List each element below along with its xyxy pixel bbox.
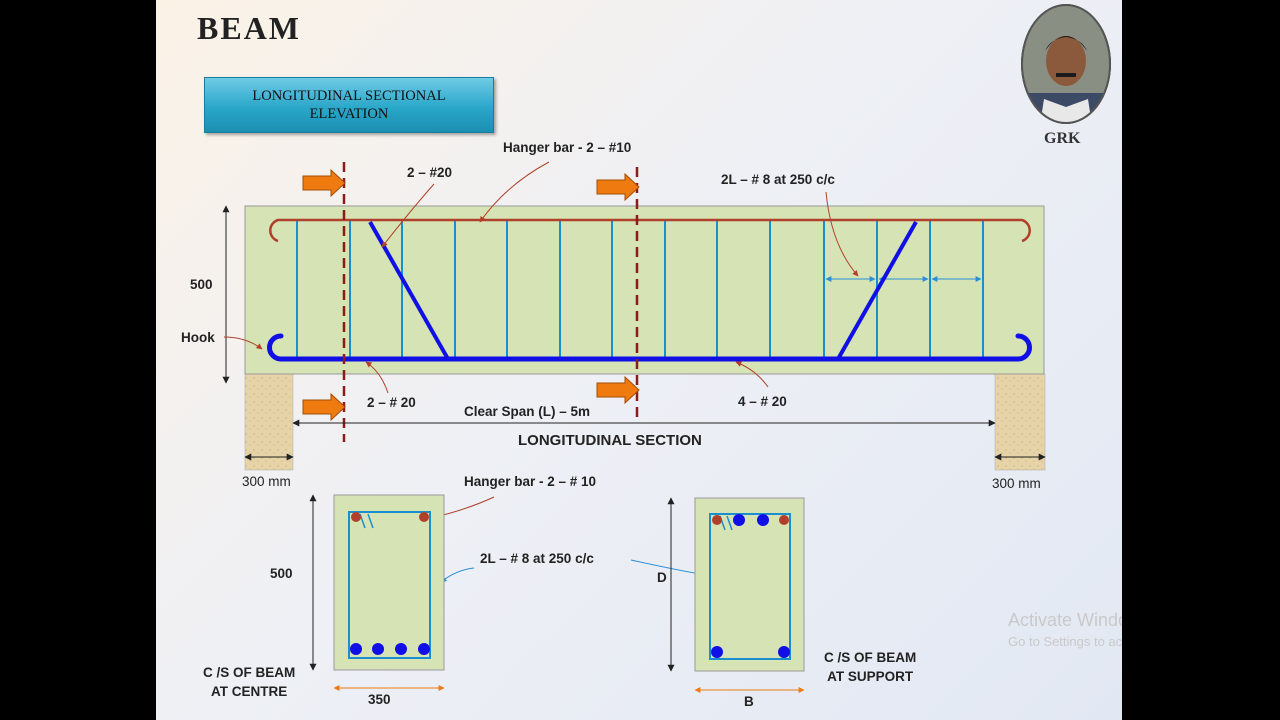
depth-support-label: D bbox=[657, 570, 667, 585]
hanger-bar bbox=[269, 218, 1031, 243]
beam-body bbox=[244, 205, 1045, 375]
hook-label: Hook bbox=[181, 330, 215, 345]
depth-cs-label: 500 bbox=[270, 566, 293, 581]
presenter-portrait bbox=[1021, 4, 1111, 124]
support-right bbox=[994, 373, 1046, 471]
cs-centre-label: C /S OF BEAM AT CENTRE bbox=[203, 665, 296, 699]
stirrups-label: 2L – # 8 at 250 c/c bbox=[721, 172, 835, 187]
bent-bar-top-label: 2 – #20 bbox=[407, 165, 453, 180]
activation-watermark-subtitle: Go to Settings to activate Windows. bbox=[1008, 634, 1122, 649]
hanger-bar-label: Hanger bar - 2 – #10 bbox=[503, 140, 632, 155]
bent-up-bar-right bbox=[836, 221, 918, 360]
section-banner: LONGITUDINAL SECTIONAL ELEVATION bbox=[204, 77, 494, 133]
activation-watermark-title: Activate Windows bbox=[1008, 610, 1122, 630]
cs-support-label: C /S OF BEAM AT SUPPORT bbox=[824, 650, 917, 684]
support-right-label: 300 mm bbox=[992, 476, 1041, 491]
bottom-main-bar bbox=[267, 333, 1032, 362]
slide: BEAM LONGITUDINAL SECTIONAL ELEVATION GR… bbox=[156, 0, 1122, 720]
width-cs-label: 350 bbox=[368, 692, 391, 707]
presenter-name: GRK bbox=[1044, 130, 1081, 147]
clear-span-label: Clear Span (L) – 5m bbox=[464, 404, 591, 419]
width-support-label: B bbox=[744, 694, 754, 709]
cs-centre bbox=[333, 494, 445, 671]
bent-bar-bottom-label: 2 – # 20 bbox=[367, 395, 416, 410]
stirrups bbox=[296, 219, 984, 360]
cs-support bbox=[694, 497, 805, 672]
beam-diagram bbox=[222, 161, 1046, 693]
hanger-cs-label: Hanger bar - 2 – # 10 bbox=[464, 474, 597, 489]
support-left bbox=[244, 373, 294, 471]
slide-title: BEAM bbox=[197, 10, 301, 46]
depth-long-label: 500 bbox=[190, 277, 213, 292]
stirrups-cs-label: 2L – # 8 at 250 c/c bbox=[480, 551, 594, 566]
longitudinal-section-label: LONGITUDINAL SECTION bbox=[518, 432, 702, 449]
bottom-bars-label: 4 – # 20 bbox=[738, 394, 787, 409]
section-arrows bbox=[302, 168, 640, 422]
support-left-label: 300 mm bbox=[242, 474, 291, 489]
